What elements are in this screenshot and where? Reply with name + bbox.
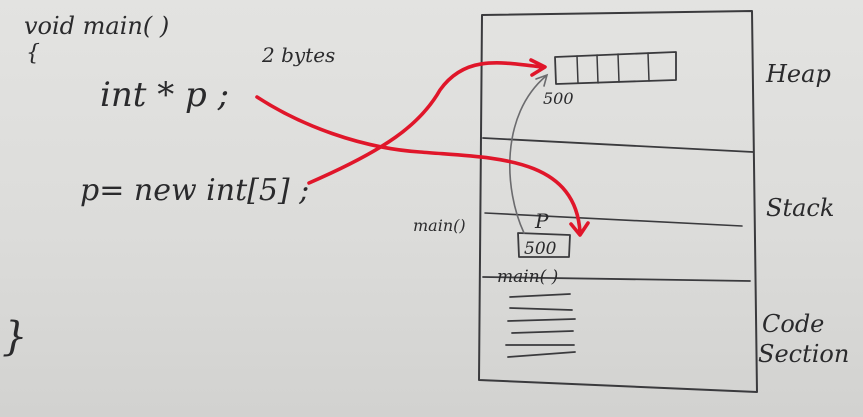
heap-array bbox=[554, 51, 677, 85]
open-brace: { bbox=[26, 41, 40, 66]
pointer-to-heap-arrow bbox=[508, 73, 549, 234]
pointer-declaration-arrow bbox=[255, 95, 590, 237]
memory-box bbox=[478, 10, 758, 393]
allocation-arrow bbox=[307, 58, 547, 185]
pointer-value: 500 bbox=[524, 239, 557, 259]
allocation-statement: p= new int[5] ; bbox=[80, 173, 309, 208]
code-label-line2: Section bbox=[758, 340, 849, 368]
heap-address: 500 bbox=[543, 89, 574, 108]
stack-label: Stack bbox=[766, 194, 834, 222]
stack-frame-label: main() bbox=[413, 216, 466, 235]
heap-label: Heap bbox=[765, 60, 831, 88]
pointer-declaration: int * p ; bbox=[100, 75, 229, 115]
close-brace: } bbox=[2, 314, 27, 360]
pointer-name: P bbox=[534, 209, 549, 233]
code-label-line1: Code bbox=[762, 310, 824, 338]
main-signature: void main( ) bbox=[24, 12, 169, 40]
size-note: 2 bytes bbox=[261, 43, 335, 67]
code-lines bbox=[505, 293, 576, 358]
code-section-label: main( ) bbox=[497, 267, 558, 287]
pointer-box bbox=[517, 232, 571, 258]
